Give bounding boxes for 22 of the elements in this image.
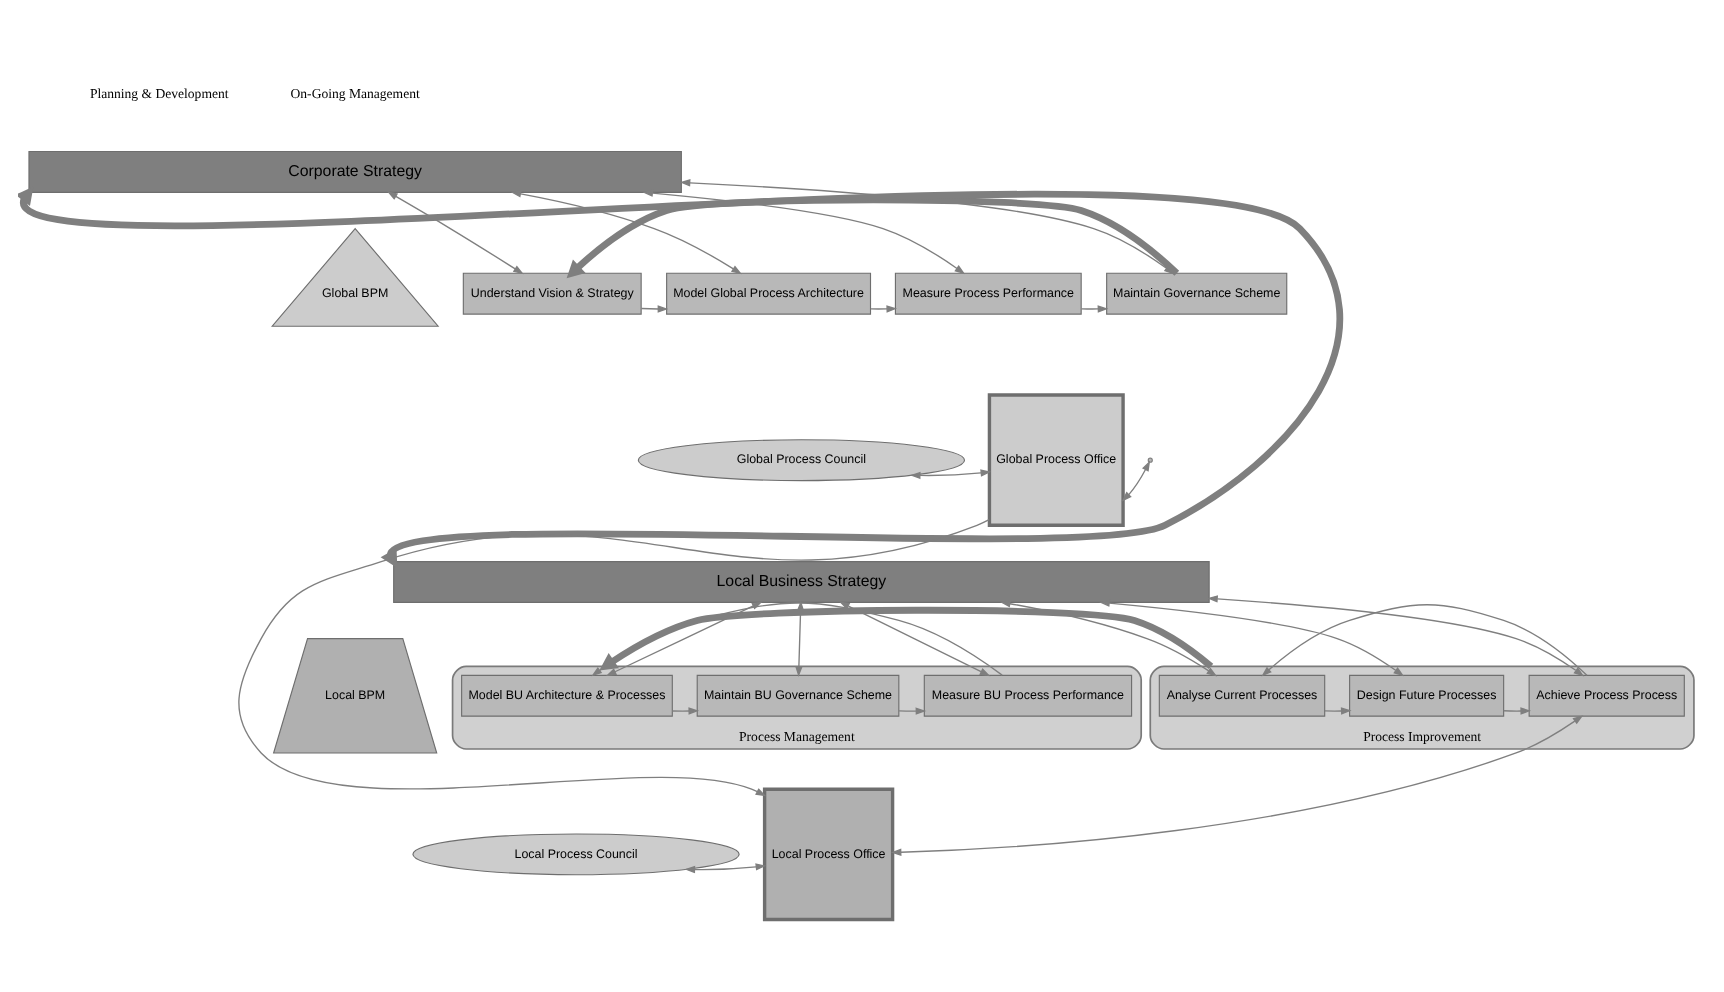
arrow [1120,459,1150,501]
arrow [908,468,991,479]
arrow [386,190,523,274]
arrow [1260,603,1587,676]
arrow [17,185,1342,567]
arrow [598,605,1213,670]
arrow [869,304,897,312]
arrow [1098,598,1404,676]
arrow [1502,706,1531,714]
arrow [604,600,762,676]
arrow [670,706,699,714]
arrow [1079,304,1108,312]
arrow [509,189,741,274]
arrow [897,706,926,714]
arrow [998,599,1217,676]
arrow [1323,706,1351,714]
arrow [237,518,989,796]
arrow [1206,594,1584,676]
arrow [641,188,965,274]
arrow [683,862,766,873]
arrow [639,304,668,312]
arrow [889,714,1583,855]
